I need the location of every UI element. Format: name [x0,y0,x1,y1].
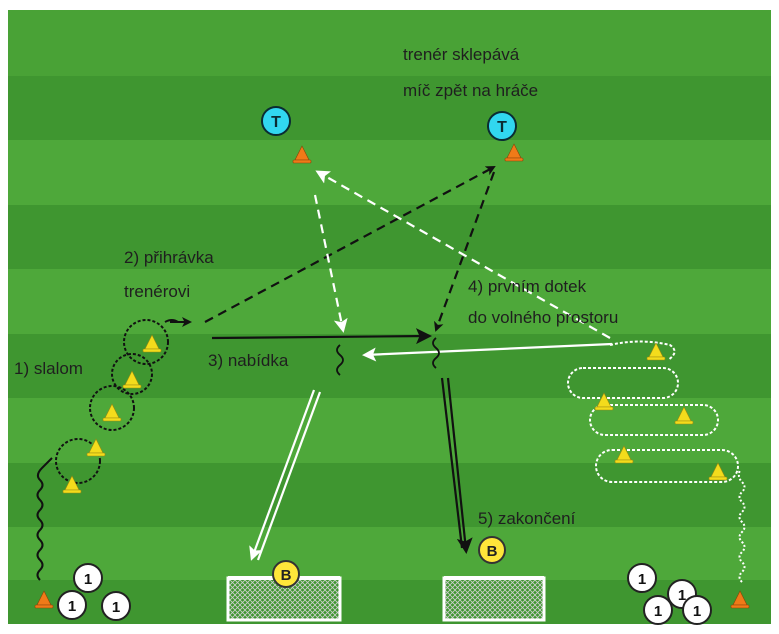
white-shot-arrow [249,389,322,561]
player-disc-icon: 1 [643,595,673,625]
left-slalom-path [36,317,192,581]
pass-label-line2: trenérovi [124,282,191,301]
player-disc-icon: 1 [101,591,131,621]
player-disc-icon: 1 [627,563,657,593]
touch-label-line1: 4) prvním dotek [468,277,587,296]
player-disc-icon: 1 [57,590,87,620]
trainer-disc-icon: T [261,106,291,136]
svg-text:1: 1 [112,599,120,616]
finish-label: 5) zakončení [478,509,576,528]
svg-text:1: 1 [638,571,646,588]
svg-text:1: 1 [693,603,701,620]
slalom-label: 1) slalom [14,359,83,378]
goalkeeper-disc-icon: B [272,560,300,588]
offer-label: 3) nabídka [208,351,289,370]
right-goal-icon [442,576,546,622]
svg-text:1: 1 [654,603,662,620]
player-disc-icon: 1 [682,595,712,625]
left-player-group: 1 1 1 [57,563,131,621]
right-player-group: 1 1 1 1 [627,563,712,625]
right-slalom-path [567,340,746,583]
pass-to-trainer-arrow [204,166,496,323]
trainer-disc-icon: T [487,111,517,141]
touch-label-line2: do volného prostoru [468,308,619,327]
svg-text:B: B [487,543,498,560]
offer-run-arrow [211,328,432,345]
black-shot-arrow [440,377,473,554]
player-disc-icon: 1 [73,563,103,593]
grass-background [8,10,771,624]
trainer-return-arrow [434,171,496,332]
goalkeeper-disc-icon: B [478,536,506,564]
svg-text:1: 1 [84,571,92,588]
svg-text:T: T [497,119,507,136]
svg-text:1: 1 [678,587,686,604]
pass-label-line1: 2) přihrávka [124,248,214,267]
trainer-note-line1: trenér sklepává [403,45,520,64]
svg-text:B: B [281,567,292,584]
trainer-note-line2: míč zpět na hráče [403,81,539,100]
white-dashed-run-arrows [313,170,611,339]
first-touch-arrow [336,337,613,376]
svg-text:1: 1 [68,598,76,615]
svg-text:T: T [271,114,281,131]
